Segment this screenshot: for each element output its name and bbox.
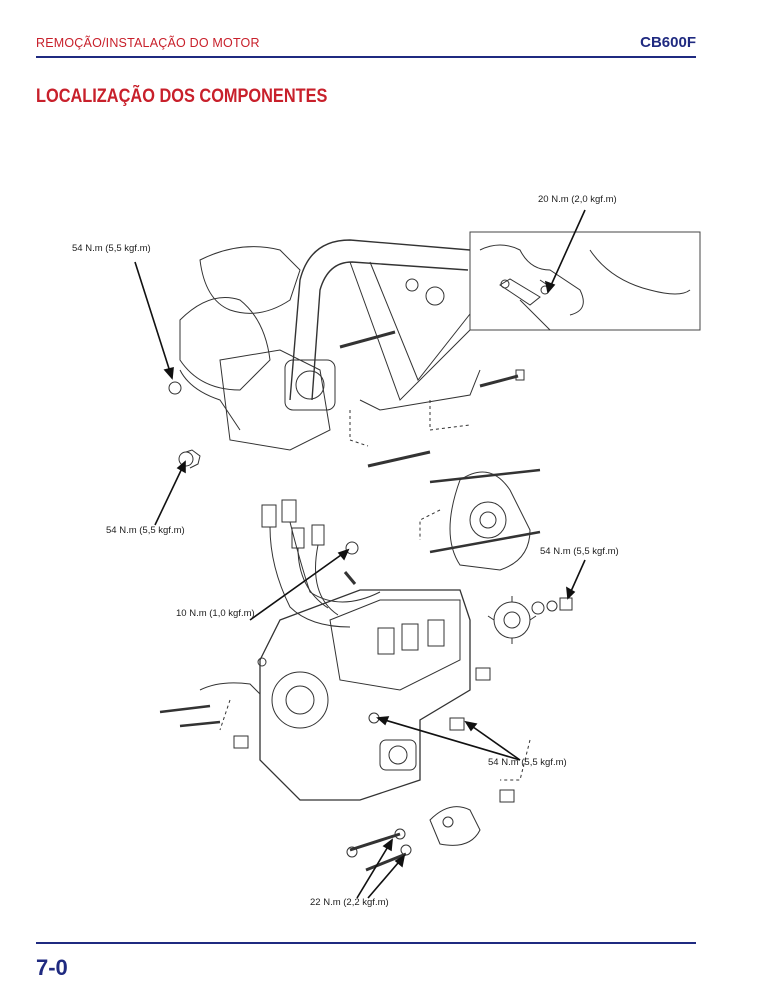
torque-label-harness: 10 N.m (1,0 kgf.m) [176,608,255,619]
torque-label-left-mount: 54 N.m (5,5 kgf.m) [106,525,185,536]
header-rule [36,56,696,58]
mounting-bolts [339,330,541,554]
engine-block [159,589,531,803]
inset-detail [469,231,701,331]
section-title: REMOÇÃO/INSTALAÇÃO DO MOTOR [36,36,260,50]
leader-lines [134,209,586,899]
page-number: 7-0 [36,955,68,980]
page-title: LOCALIZAÇÃO DOS COMPONENTES [36,86,328,107]
footer-rule [36,942,696,944]
torque-label-upper-left: 54 N.m (5,5 kgf.m) [72,243,151,254]
lower-bracket [346,806,481,872]
sprocket-cover [419,471,573,644]
torque-label-sprocket: 54 N.m (5,5 kgf.m) [540,546,619,557]
wire-harness [261,499,381,628]
model-name: CB600F [640,34,696,51]
torque-label-inset: 20 N.m (2,0 kgf.m) [538,194,617,205]
frame-structure [168,239,481,469]
torque-label-engine: 54 N.m (5,5 kgf.m) [488,757,567,768]
torque-label-bottom: 22 N.m (2,2 kgf.m) [310,897,389,908]
